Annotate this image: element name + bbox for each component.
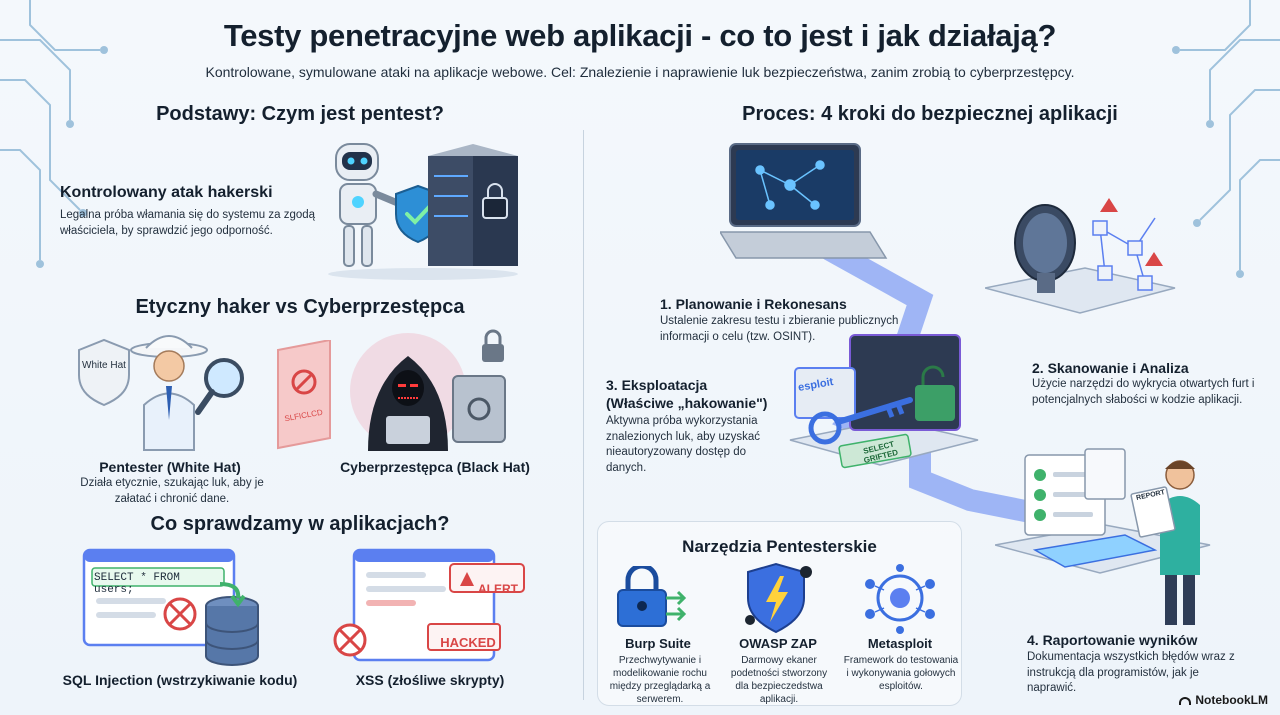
safe-icon: [452, 375, 506, 443]
server-icon: [428, 144, 518, 266]
step2-radar-illustration: [985, 198, 1176, 314]
tool-desc-burp: Przechwytywanie i modelikowanie rochu mi…: [609, 655, 711, 705]
attack-title: Kontrolowany atak hakerski: [60, 184, 273, 201]
step3-exploit-illustration: [789, 334, 979, 469]
step1-laptop-illustration: [720, 143, 888, 259]
page-subtitle: Kontrolowane, symulowane ataki na aplika…: [205, 64, 1075, 80]
forbidden-sign-icon: [291, 369, 317, 395]
sql-injection-label: SQL Injection (wstrzykiwanie kodu): [62, 672, 298, 688]
sql-injection-illustration: [82, 548, 259, 666]
tool-name-metasploit: Metasploit: [867, 636, 933, 651]
gear-icon: [876, 574, 924, 622]
person-reporter-icon: [1160, 460, 1200, 625]
tool-desc-metasploit: Framework do testowania i wykonywania go…: [843, 655, 959, 692]
white-hat-description: Działa etycznie, szukając luk, aby je za…: [80, 477, 264, 505]
unlock-icon: [915, 385, 955, 421]
select-granted-badge: [838, 433, 912, 469]
blocked-icon-xss: [333, 623, 367, 657]
pentester-figure-icon: [130, 335, 208, 451]
document-icon: [1084, 448, 1126, 500]
black-hat-title: Cyberprzestępca (Black Hat): [340, 459, 530, 475]
padlock-icon: [482, 329, 504, 362]
circuit-decoration-right: [1172, 0, 1280, 278]
robot-server-illustration: [328, 143, 518, 280]
basics-heading: Podstawy: Czym jest pentest?: [156, 103, 444, 125]
process-heading: Proces: 4 kroki do bezpiecznej aplikacji: [742, 103, 1118, 125]
forbidden-card-illustration: SLFICLCD: [277, 340, 331, 450]
metasploit-icon: [865, 564, 935, 634]
hacked-banner: [427, 623, 501, 651]
versus-heading: Etyczny haker vs Cyberprzestępca: [135, 296, 465, 318]
database-icon: [205, 596, 259, 666]
network-graph-icon: [755, 160, 825, 210]
key-icon: [808, 397, 913, 445]
notebooklm-logo-icon: [1179, 696, 1192, 705]
attack-description: Legalna próba włamania się do systemu za…: [60, 209, 316, 237]
step2-description: Użycie narzędzi do wykrycia otwartych fu…: [1032, 378, 1255, 406]
owasp-zap-icon: [745, 562, 812, 634]
hooded-hacker-icon: [368, 356, 448, 451]
step4-title: 4. Raportowanie wyników: [1027, 632, 1198, 648]
tools-heading: Narzędzia Pentesterskie: [682, 537, 877, 556]
xss-alert-text: ALERT: [478, 582, 518, 596]
node-graph-icon: [1092, 217, 1156, 291]
radar-dish-icon: [1014, 204, 1076, 293]
step4-description: Dokumentacja wszystkich błędów wraz z in…: [1027, 651, 1235, 695]
xss-hacked-text: HACKED: [440, 635, 496, 650]
warning-icon-1: [1100, 198, 1118, 212]
burp-suite-icon: [617, 566, 687, 627]
step4-report-illustration: [995, 448, 1211, 625]
white-hat-shield-icon: [78, 338, 130, 407]
check-heading: Co sprawdzamy w aplikacjach?: [150, 513, 450, 535]
column-divider: [583, 130, 584, 700]
robot-icon: [335, 143, 404, 267]
step3-title-line2: (Właściwe „hakowanie"): [606, 395, 768, 411]
sql-code-snippet: SELECT * FROM users;: [94, 572, 180, 596]
step3-description: Aktywna próba wykorzystania znalezionych…: [606, 415, 761, 474]
step3-title-line1: 3. Eksploatacja: [606, 377, 708, 393]
circuit-decoration-left: [0, 0, 108, 268]
step2-title: 2. Skanowanie i Analiza: [1032, 360, 1189, 376]
footer-brand: NotebookLM: [1179, 693, 1268, 707]
tablet-icon: [1032, 534, 1158, 568]
magnifier-icon: [195, 358, 244, 415]
warning-icon: [460, 572, 474, 586]
tool-name-burp: Burp Suite: [625, 636, 691, 651]
xss-label: XSS (złośliwe skrypty): [355, 672, 505, 688]
white-hat-illustration: White Hat: [78, 335, 244, 451]
step1-description: Ustalenie zakresu testu i zbieranie publ…: [660, 315, 899, 343]
white-hat-title: Pentester (White Hat): [99, 459, 241, 475]
warning-icon-2: [1145, 252, 1163, 266]
black-hat-illustration: [350, 329, 506, 451]
tool-desc-owasp: Darmowy ekaner podetności stworzony dla …: [730, 655, 828, 705]
tool-name-owasp: OWASP ZAP: [739, 636, 817, 651]
footer-brand-text: NotebookLM: [1195, 693, 1268, 707]
white-hat-badge-text: White Hat: [82, 360, 126, 371]
bug-icon: [800, 566, 812, 578]
xss-illustration: [333, 548, 525, 662]
blocked-icon: [163, 597, 197, 631]
step1-title: 1. Planowanie i Rekonesans: [660, 296, 847, 312]
page-title: Testy penetracyjne web aplikacji - co to…: [223, 18, 1057, 53]
